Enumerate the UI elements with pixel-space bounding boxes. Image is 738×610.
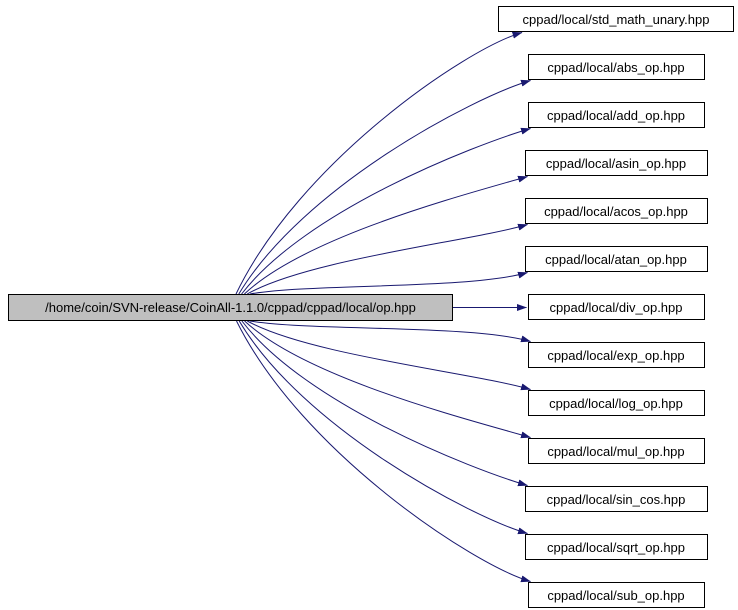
graph-node-label: cppad/local/acos_op.hpp [544,203,688,219]
include-edge [241,320,528,487]
graph-node-label: cppad/local/std_math_unary.hpp [522,11,710,27]
main-node-label: /home/coin/SVN-release/CoinAll-1.1.0/cpp… [45,300,416,315]
graph-node-label: cppad/local/exp_op.hpp [547,347,685,363]
graph-node-acos-op-hpp[interactable]: cppad/local/acos_op.hpp [524,198,708,224]
include-edge [244,320,531,439]
include-edge [247,320,531,391]
graph-node-label: cppad/local/add_op.hpp [546,107,686,123]
include-edge [238,320,528,535]
graph-node-log-op-hpp[interactable]: cppad/local/log_op.hpp [527,390,705,416]
graph-node-label: cppad/local/sin_cos.hpp [546,491,686,507]
include-edge [235,31,523,295]
graph-node-mul-op-hpp[interactable]: cppad/local/mul_op.hpp [527,438,705,464]
graph-node-label: cppad/local/mul_op.hpp [547,443,685,459]
graph-node-sin-cos-hpp[interactable]: cppad/local/sin_cos.hpp [524,486,708,512]
graph-node-main[interactable]: /home/coin/SVN-release/CoinAll-1.1.0/cpp… [8,294,453,321]
graph-node-label: cppad/local/log_op.hpp [549,395,683,411]
graph-node-label: cppad/local/div_op.hpp [549,299,683,315]
include-edge [241,127,531,295]
graph-node-std-math-unary-hpp[interactable]: cppad/local/std_math_unary.hpp [498,6,734,32]
include-edge [244,175,528,295]
graph-node-label: cppad/local/atan_op.hpp [545,251,687,267]
graph-node-exp-op-hpp[interactable]: cppad/local/exp_op.hpp [527,342,705,368]
include-edge [236,320,531,583]
graph-node-div-op-hpp[interactable]: cppad/local/div_op.hpp [527,294,705,320]
graph-node-label: cppad/local/sub_op.hpp [547,587,685,603]
include-edge [246,223,528,295]
include-edge [249,320,531,343]
include-edge [249,271,528,295]
graph-node-abs-op-hpp[interactable]: cppad/local/abs_op.hpp [527,54,705,80]
graph-node-sqrt-op-hpp[interactable]: cppad/local/sqrt_op.hpp [524,534,708,560]
graph-node-label: cppad/local/sqrt_op.hpp [546,539,686,555]
graph-node-sub-op-hpp[interactable]: cppad/local/sub_op.hpp [527,582,705,608]
graph-node-add-op-hpp[interactable]: cppad/local/add_op.hpp [527,102,705,128]
include-edge [238,79,531,295]
graph-node-label: cppad/local/asin_op.hpp [545,155,687,171]
graph-node-asin-op-hpp[interactable]: cppad/local/asin_op.hpp [524,150,708,176]
graph-node-atan-op-hpp[interactable]: cppad/local/atan_op.hpp [524,246,708,272]
graph-node-label: cppad/local/abs_op.hpp [547,59,685,75]
